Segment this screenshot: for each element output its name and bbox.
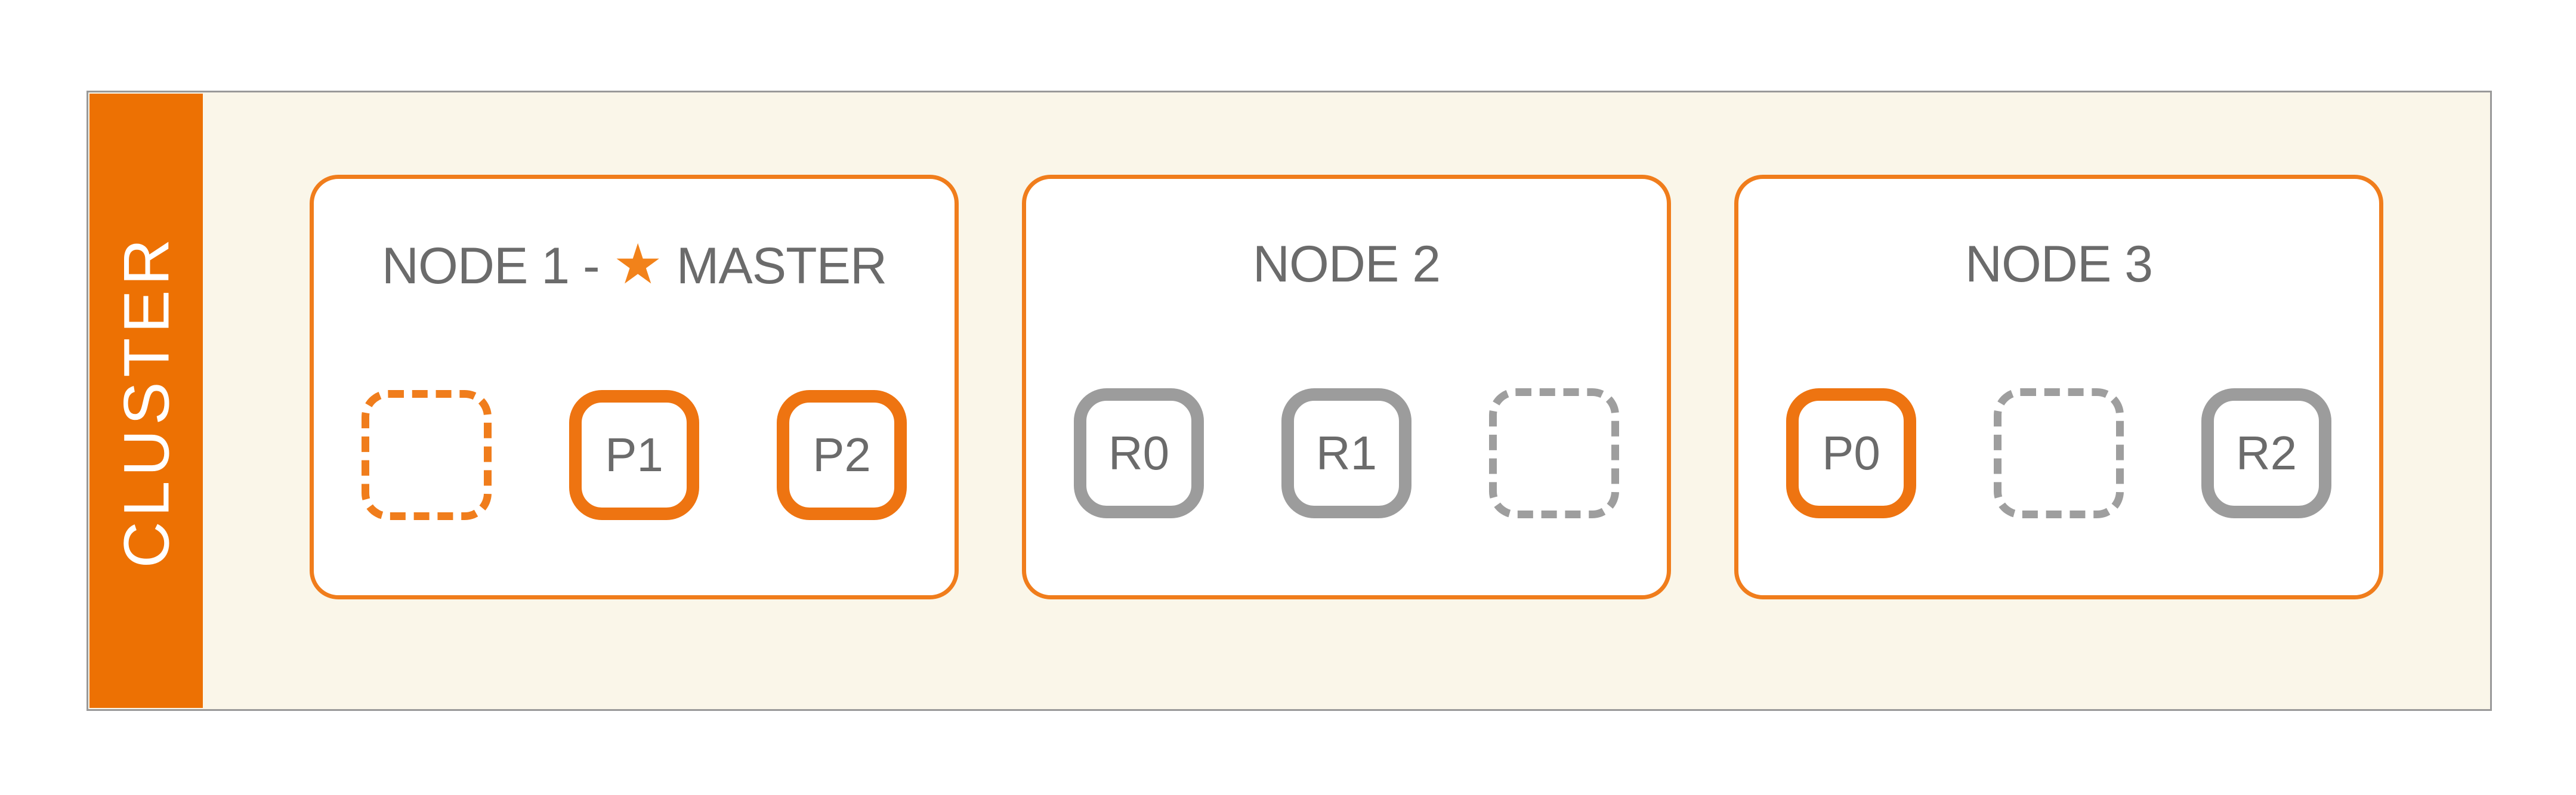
node-2-slot-r0: R0 (1074, 388, 1204, 518)
node-3-slot-empty (1994, 388, 2124, 518)
cluster-sidebar-band: CLUSTER (89, 94, 203, 708)
node-1-slot-p2: P2 (777, 390, 907, 520)
node-1-slot-p1: P1 (569, 390, 699, 520)
node-2-slot-empty (1489, 388, 1619, 518)
node-1-card: NODE 1 - ★ MASTER P1 P2 (310, 175, 959, 599)
node-3-title: NODE 3 (1738, 237, 2379, 291)
node-3-title-prefix: NODE 3 (1965, 236, 2153, 293)
node-3-card: NODE 3 P0 R2 (1734, 175, 2383, 599)
master-star-icon: ★ (613, 233, 663, 295)
node-3-slots-row: P0 R2 (1738, 388, 2379, 518)
node-2-slot-r1: R1 (1281, 388, 1411, 518)
nodes-row: NODE 1 - ★ MASTER P1 P2 NODE 2 R0 R1 NOD… (203, 92, 2490, 709)
node-1-slots-row: P1 P2 (314, 390, 955, 520)
cluster-label: CLUSTER (110, 233, 183, 568)
node-2-card: NODE 2 R0 R1 (1022, 175, 1671, 599)
node-3-slot-p0: P0 (1786, 388, 1916, 518)
slot-label: R1 (1315, 426, 1377, 480)
cluster-panel: CLUSTER NODE 1 - ★ MASTER P1 P2 NODE 2 R… (87, 91, 2492, 711)
slot-label: P0 (1822, 426, 1880, 480)
node-3-slot-r2: R2 (2201, 388, 2331, 518)
node-1-title: NODE 1 - ★ MASTER (314, 237, 955, 293)
node-2-title-prefix: NODE 2 (1252, 236, 1441, 293)
node-1-title-prefix: NODE 1 - (381, 237, 613, 295)
node-1-title-suffix: MASTER (662, 237, 887, 295)
slot-label: R2 (2235, 426, 2297, 480)
node-1-slot-empty (362, 390, 492, 520)
node-2-slots-row: R0 R1 (1026, 388, 1667, 518)
slot-label: R0 (1108, 426, 1170, 480)
slot-label: P1 (605, 428, 663, 481)
node-2-title: NODE 2 (1026, 237, 1667, 291)
slot-label: P2 (813, 428, 871, 481)
